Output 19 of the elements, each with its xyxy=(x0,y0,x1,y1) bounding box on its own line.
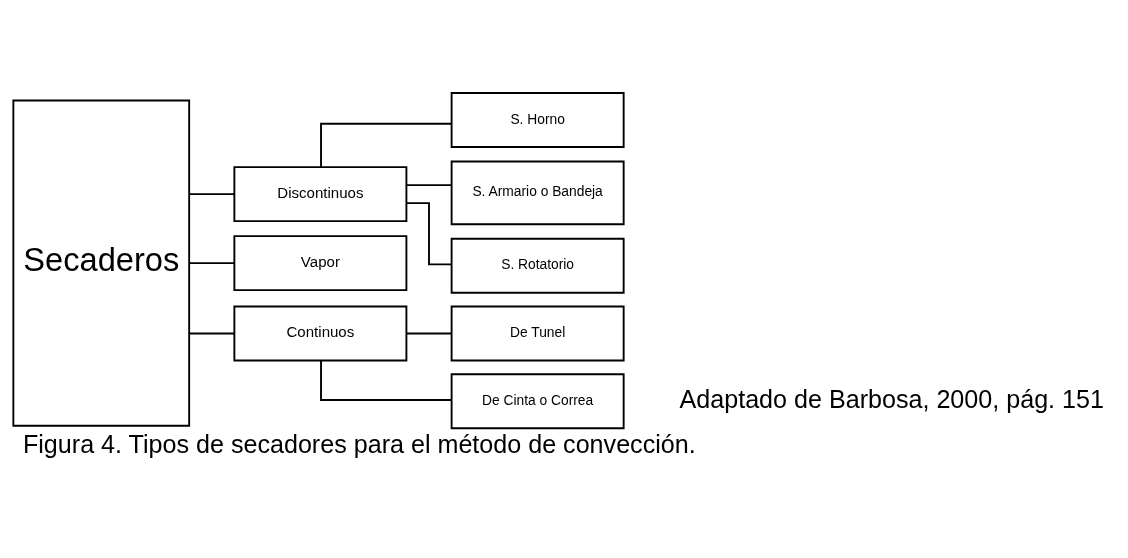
node-box: Vapor xyxy=(233,234,408,291)
caption: Figura 4. Tipos de secadores para el método de convección. xyxy=(22,429,696,458)
connector xyxy=(188,332,236,334)
node-box: De Cinta o Correa xyxy=(450,372,625,429)
node-box: De Tunel xyxy=(450,305,625,361)
node-box: Continuos xyxy=(233,305,408,361)
connector xyxy=(405,332,453,334)
node-box: Discontinuos xyxy=(233,165,408,222)
node-box: S. Armario o Bandeja xyxy=(450,160,625,225)
label: Adaptado de Barbosa, 2000, pág. 151 xyxy=(679,384,1104,413)
node-box: S. Rotatorio xyxy=(450,237,625,294)
connector xyxy=(405,201,453,265)
node-box: Secaderos xyxy=(12,99,191,427)
connector xyxy=(188,192,236,195)
connector xyxy=(188,261,236,264)
connector xyxy=(320,122,453,168)
node-box: S. Horno xyxy=(450,91,625,148)
connector xyxy=(320,359,453,401)
connector xyxy=(405,183,453,186)
